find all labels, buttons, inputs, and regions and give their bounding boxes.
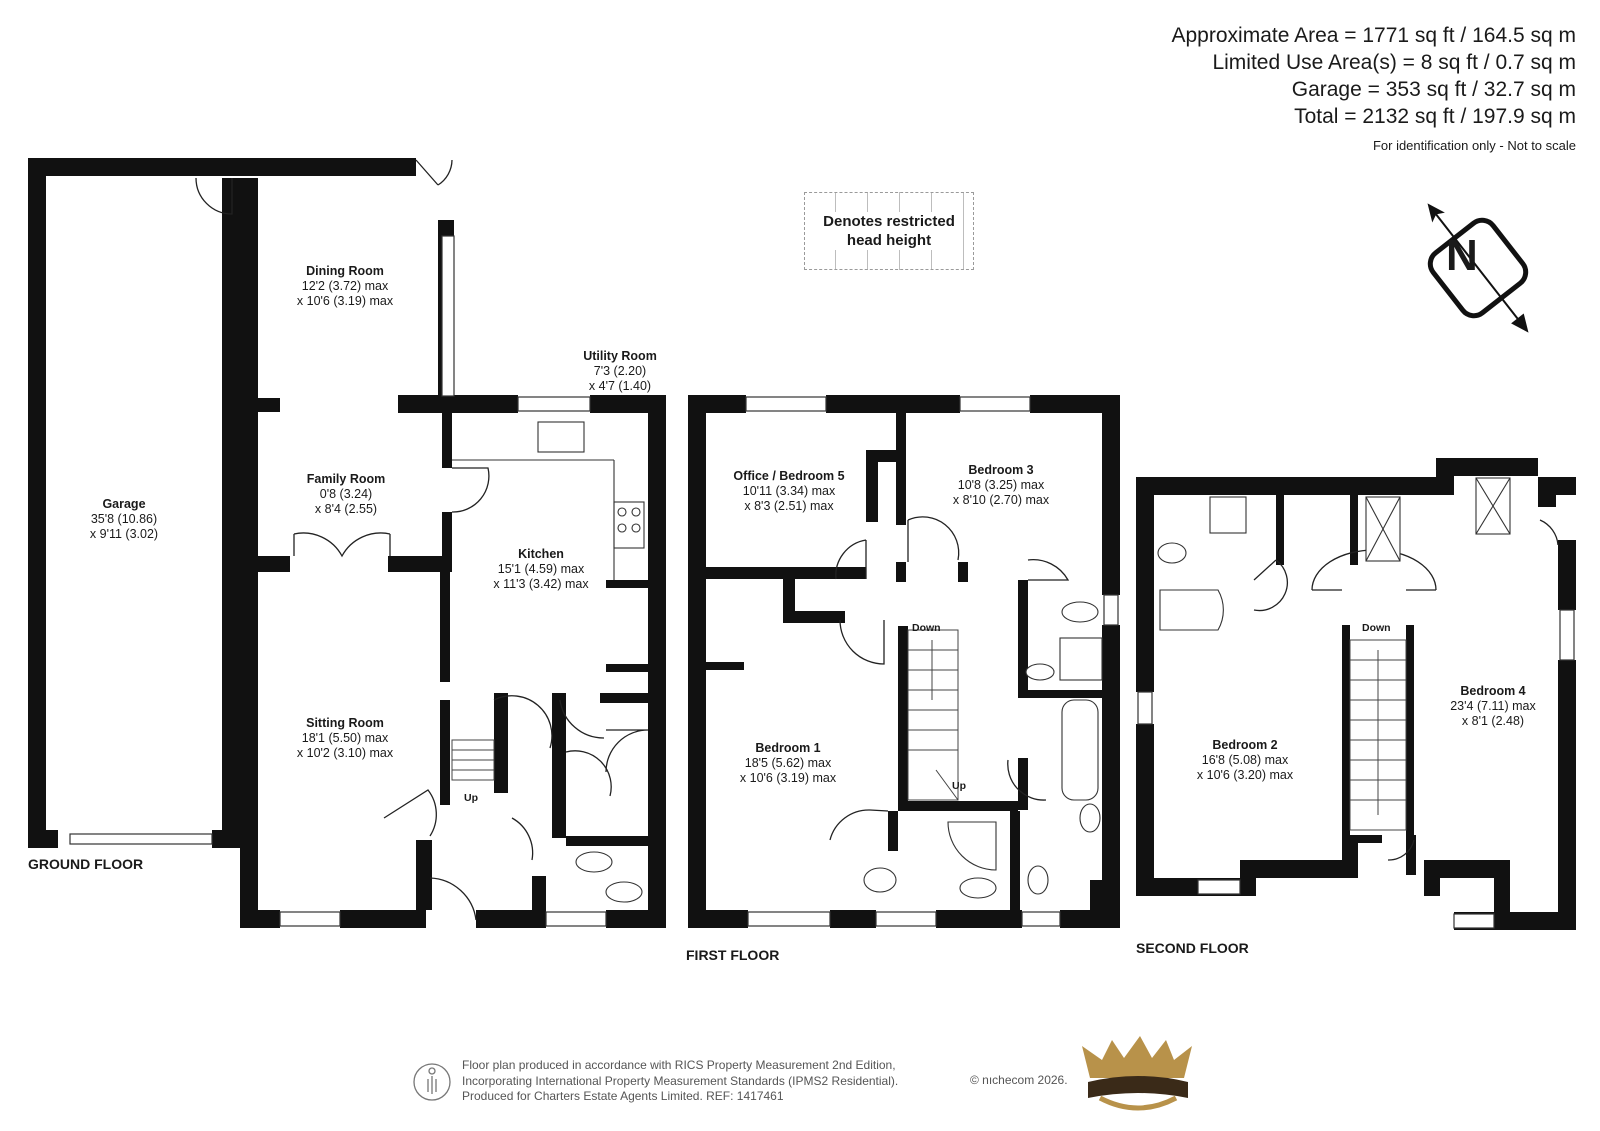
room-dim: 10'8 (3.25) max	[957, 478, 1045, 492]
copyright: © nıchecom 2026.	[970, 1073, 1068, 1087]
room-dim: x 8'1 (2.48)	[1461, 714, 1525, 728]
floor-label-second: SECOND FLOOR	[1136, 940, 1249, 956]
room-dim: x 10'6 (3.19) max	[296, 294, 394, 308]
room-dim: 35'8 (10.86)	[90, 512, 158, 526]
room-dim: x 11'3 (3.42) max	[493, 577, 589, 591]
windows	[69, 235, 1575, 929]
room-dim: 15'1 (4.59) max	[497, 562, 585, 576]
doors	[195, 159, 1559, 921]
room-name: Bedroom 4	[1460, 684, 1526, 698]
total-area: Total = 2132 sq ft / 197.9 sq m	[1294, 105, 1576, 128]
room-bedroom-4: Bedroom 4 23'4 (7.11) max x 8'1 (2.48)	[1450, 684, 1536, 729]
room-dim: x 8'4 (2.55)	[314, 502, 378, 516]
room-name: Family Room	[306, 472, 386, 486]
room-family: Family Room 0'8 (3.24) x 8'4 (2.55)	[307, 472, 386, 517]
walls	[28, 158, 1576, 930]
room-name: Sitting Room	[306, 716, 384, 730]
floor-label-first: FIRST FLOOR	[686, 947, 780, 963]
footer-line-1: Floor plan produced in accordance with R…	[462, 1058, 896, 1072]
restricted-head-height-legend: Denotes restricted head height	[804, 192, 974, 270]
footer-line-3: Produced for Charters Estate Agents Limi…	[462, 1089, 784, 1103]
room-dim: 18'5 (5.62) max	[744, 756, 832, 770]
stairs	[451, 629, 1407, 831]
room-name: Kitchen	[518, 547, 564, 561]
room-dim: x 10'6 (3.20) max	[1196, 768, 1294, 782]
room-name: Garage	[102, 497, 146, 511]
footer-line-2: Incorporating International Property Mea…	[462, 1073, 899, 1088]
room-name: Bedroom 1	[755, 741, 821, 755]
crown-logo	[1082, 1036, 1192, 1111]
stairs-down-second: Down	[1362, 622, 1391, 634]
stairs-up-ground: Up	[464, 792, 478, 804]
room-dim: 10'11 (3.34) max	[742, 484, 836, 498]
limited-use-area: Limited Use Area(s) = 8 sq ft / 0.7 sq m	[1212, 51, 1576, 74]
room-name: Bedroom 2	[1212, 738, 1278, 752]
room-name: Dining Room	[306, 264, 384, 278]
room-dining: Dining Room 12'2 (3.72) max x 10'6 (3.19…	[297, 264, 393, 309]
room-dim: x 8'3 (2.51) max	[744, 499, 834, 513]
stairs-down-first: Down	[912, 622, 941, 634]
room-bedroom-1: Bedroom 1 18'5 (5.62) max x 10'6 (3.19) …	[740, 741, 836, 786]
footer-text: Floor plan produced in accordance with R…	[462, 1058, 898, 1105]
room-dim: x 9'11 (3.02)	[89, 527, 159, 541]
compass-north-letter: N	[1446, 231, 1478, 280]
room-dim: 12'2 (3.72) max	[301, 279, 389, 293]
room-dim: 0'8 (3.24)	[319, 487, 373, 501]
room-sitting: Sitting Room 18'1 (5.50) max x 10'2 (3.1…	[297, 716, 393, 761]
legend-line-2: head height	[846, 232, 932, 249]
room-bedroom-3: Bedroom 3 10'8 (3.25) max x 8'10 (2.70) …	[953, 463, 1049, 508]
room-dim: 16'8 (5.08) max	[1201, 753, 1289, 767]
stairs-up-first: Up	[952, 780, 966, 792]
garage-area: Garage = 353 sq ft / 32.7 sq m	[1291, 78, 1576, 101]
room-name: Utility Room	[583, 349, 657, 363]
fixtures	[452, 421, 1511, 903]
room-name: Office / Bedroom 5	[733, 469, 845, 483]
north-compass-icon	[1427, 203, 1529, 333]
room-name: Bedroom 3	[968, 463, 1034, 477]
room-garage: Garage 35'8 (10.86) x 9'11 (3.02)	[90, 497, 158, 542]
legend-line-1: Denotes restricted	[823, 213, 955, 230]
room-office: Office / Bedroom 5 10'11 (3.34) max x 8'…	[733, 469, 844, 514]
room-dim: x 10'6 (3.19) max	[739, 771, 837, 785]
person-icon	[413, 1063, 451, 1101]
room-dim: x 8'10 (2.70) max	[952, 493, 1050, 507]
approximate-area: Approximate Area = 1771 sq ft / 164.5 sq…	[1171, 24, 1577, 47]
room-utility: Utility Room 7'3 (2.20) x 4'7 (1.40)	[583, 349, 657, 394]
room-kitchen: Kitchen 15'1 (4.59) max x 11'3 (3.42) ma…	[493, 547, 588, 592]
floor-label-ground: GROUND FLOOR	[28, 856, 144, 872]
room-dim: 23'4 (7.11) max	[1450, 699, 1536, 713]
room-bedroom-2: Bedroom 2 16'8 (5.08) max x 10'6 (3.20) …	[1197, 738, 1293, 783]
room-dim: x 4'7 (1.40)	[588, 379, 652, 393]
room-dim: 7'3 (2.20)	[593, 364, 647, 378]
room-dim: x 10'2 (3.10) max	[296, 746, 394, 760]
identification-note: For identification only - Not to scale	[1372, 138, 1576, 153]
room-dim: 18'1 (5.50) max	[301, 731, 389, 745]
